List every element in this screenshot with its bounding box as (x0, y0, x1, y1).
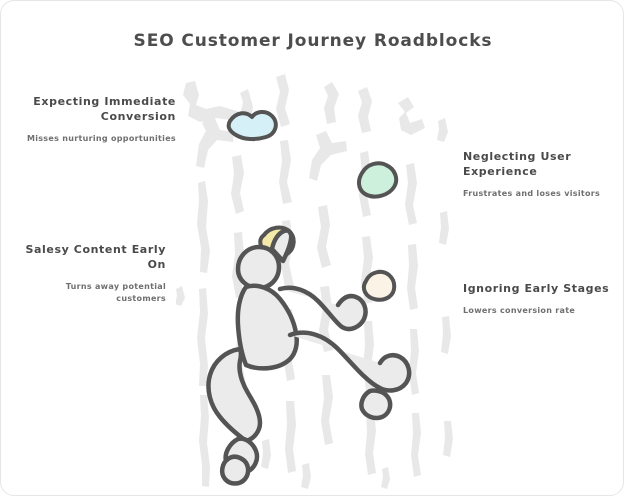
label-heading: Neglecting User Experience (463, 150, 572, 178)
label-neglecting-user-experience: Neglecting User Experience Frustrates an… (463, 149, 613, 200)
climber-figure (206, 228, 412, 486)
label-subtext: Turns away potential customers (65, 282, 166, 303)
page-title: SEO Customer Journey Roadblocks (133, 31, 493, 51)
label-ignoring-early-stages: Ignoring Early Stages Lowers conversion … (463, 281, 613, 317)
label-subtext: Misses nurturing opportunities (26, 134, 176, 143)
label-subtext: Lowers conversion rate (463, 306, 576, 315)
label-heading: Salesy Content Early On (25, 243, 166, 271)
climbing-hold-cream (361, 269, 397, 302)
climbing-hold-green (357, 161, 399, 199)
climber-illustration (175, 73, 456, 489)
rock-wall-texture (175, 74, 453, 489)
climbing-hold-blue (226, 110, 278, 142)
label-salesy-content-early-on: Salesy Content Early On Turns away poten… (16, 242, 166, 305)
label-subtext: Frustrates and loses visitors (463, 189, 601, 198)
label-heading: Ignoring Early Stages (463, 282, 610, 295)
label-heading: Expecting Immediate Conversion (33, 95, 176, 123)
label-expecting-immediate-conversion: Expecting Immediate Conversion Misses nu… (26, 94, 176, 145)
